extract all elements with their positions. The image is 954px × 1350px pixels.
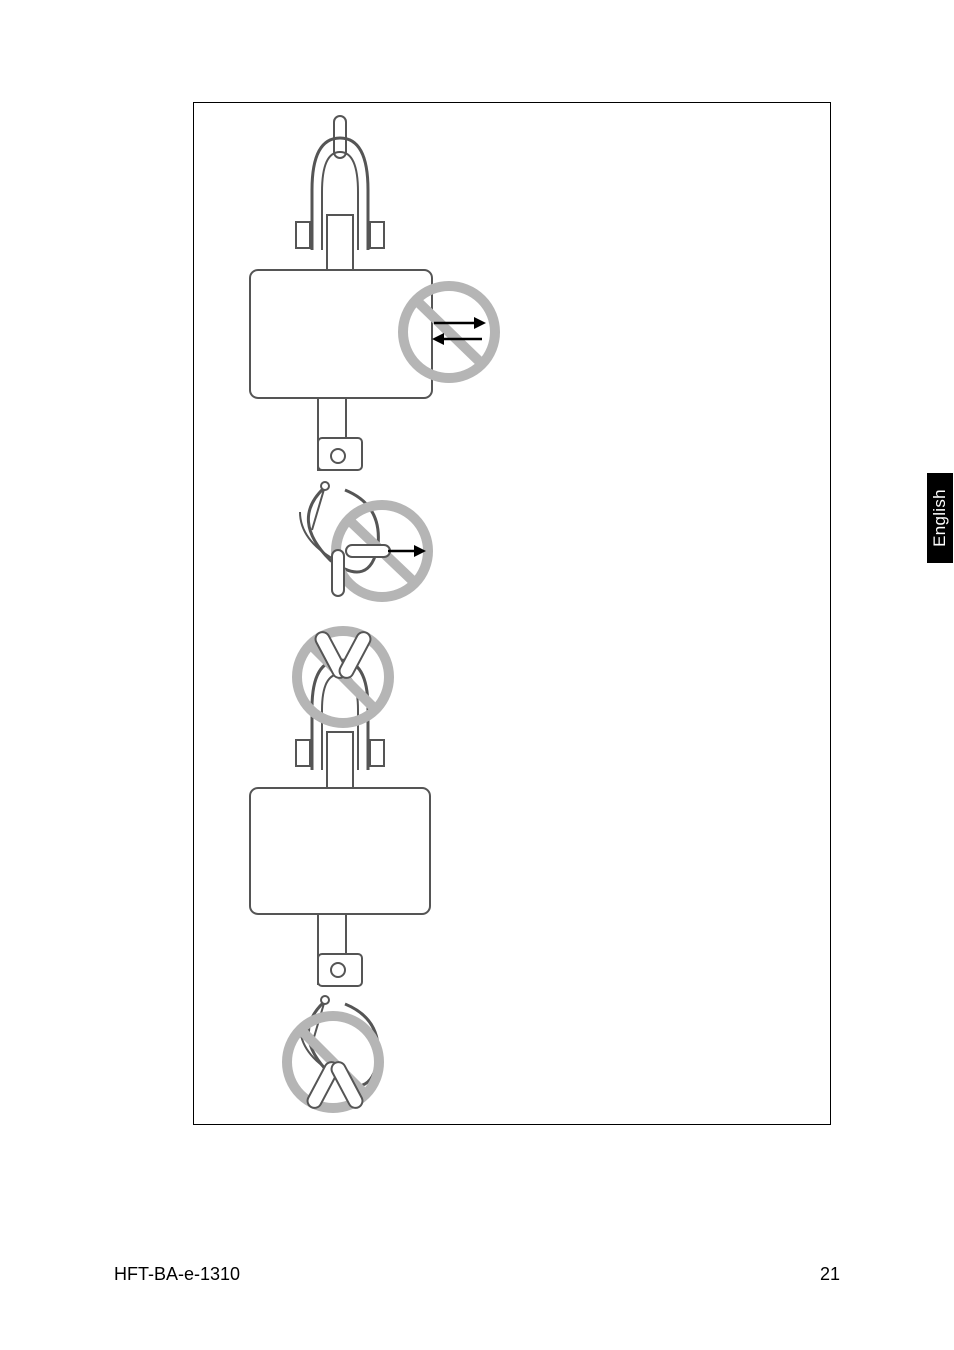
language-label: English	[930, 489, 950, 547]
page-number: 21	[800, 1264, 840, 1285]
scale-housing-lower-icon	[250, 788, 430, 914]
no-hook-tip-load-icon	[332, 505, 428, 597]
document-code: HFT-BA-e-1310	[114, 1264, 240, 1285]
no-double-sling-shackle-icon	[297, 630, 389, 723]
no-double-sling-hook-icon	[287, 1016, 379, 1110]
language-side-tab: English	[927, 473, 953, 563]
